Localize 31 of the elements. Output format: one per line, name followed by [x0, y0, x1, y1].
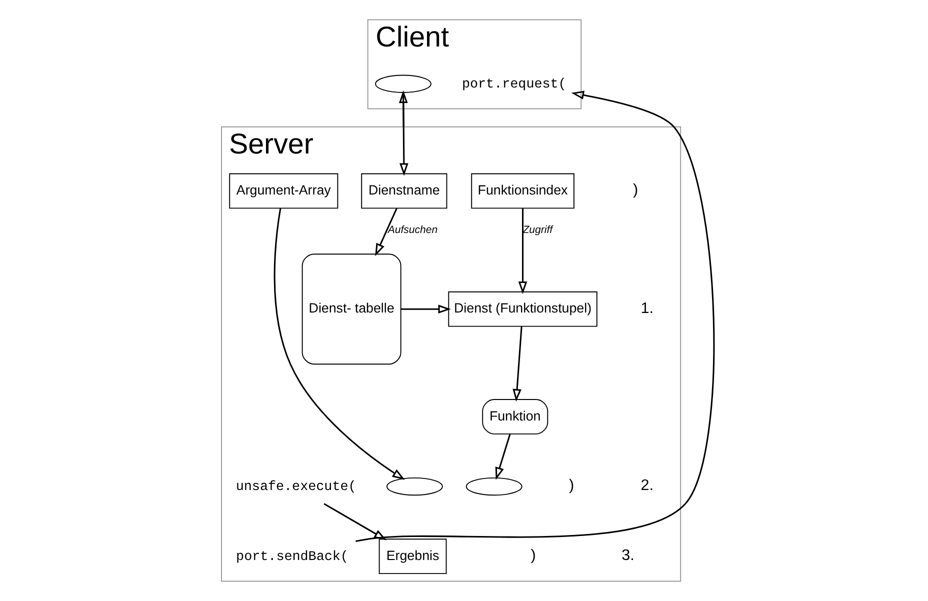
node-ellipse	[466, 477, 522, 496]
node-box: Ergebnis	[378, 538, 447, 574]
arrow	[274, 208, 405, 480]
arrow	[324, 503, 387, 540]
node-text: port.sendBack(	[236, 550, 348, 565]
node-box: Dienstname	[361, 173, 448, 209]
arrow	[375, 208, 398, 256]
label: )	[530, 546, 536, 564]
arrow	[512, 326, 522, 402]
node-box: Dienst (Funktionstupel)	[448, 291, 598, 327]
node-box: Funktion	[482, 399, 548, 434]
node-text: port.request(	[462, 77, 566, 92]
label: 3.	[622, 546, 634, 564]
edge-label: Aufsuchen	[388, 224, 438, 236]
label: )	[568, 477, 574, 494]
label: 1.	[640, 300, 654, 317]
node-box: Dienst- tabelle	[302, 254, 402, 365]
node-ellipse	[386, 477, 443, 496]
arrow	[518, 208, 528, 294]
node-ellipse	[375, 74, 432, 93]
arrow	[356, 90, 715, 542]
node-box: Argument-Array	[229, 173, 338, 209]
label: 2.	[640, 477, 654, 494]
edge-label: Zugriff	[522, 224, 553, 236]
arrow	[399, 92, 408, 176]
arrow	[401, 304, 451, 314]
arrow	[495, 434, 511, 480]
label: )	[633, 182, 638, 199]
node-box: Funktionsindex	[471, 173, 574, 209]
arrow	[398, 90, 408, 127]
node-text: unsafe.execute(	[236, 480, 356, 496]
